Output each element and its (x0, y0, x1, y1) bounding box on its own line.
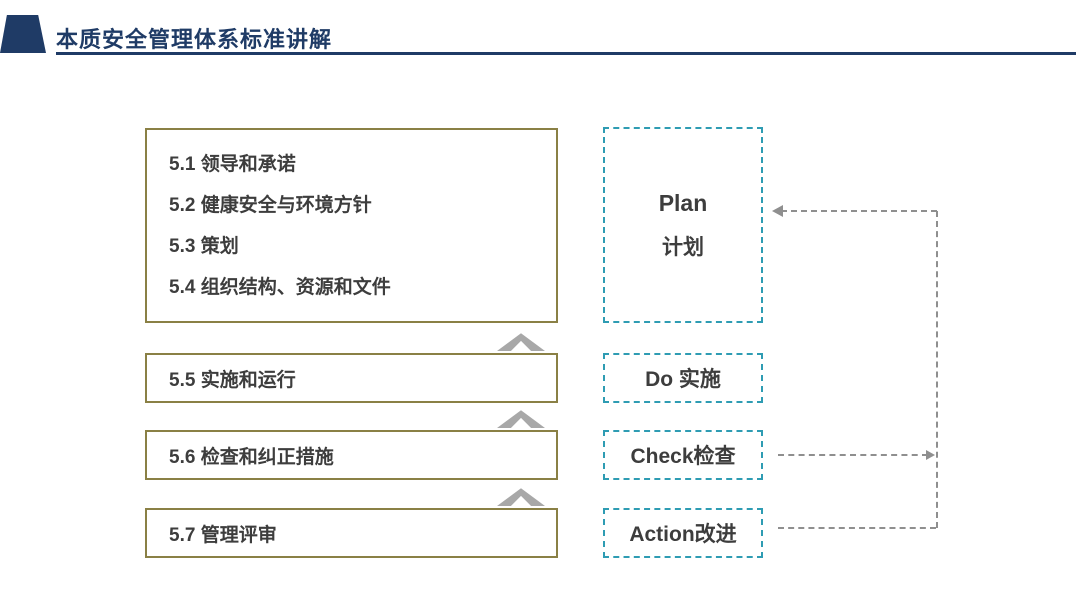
clause-5-1: 5.1 领导和承诺 (169, 153, 296, 175)
clause-5-4: 5.4 组织结构、资源和文件 (169, 276, 391, 298)
pdca-check-box: Check检查 (603, 430, 763, 480)
clause-5-6: 5.6 检查和纠正措施 (169, 446, 334, 468)
arrowhead-right-icon (926, 450, 935, 460)
clause-5-7: 5.7 管理评审 (169, 524, 277, 546)
pdca-check-label: Check检查 (630, 445, 736, 468)
clause-5-5: 5.5 实施和运行 (169, 369, 296, 391)
pdca-do-label: Do 实施 (645, 368, 721, 391)
pdca-action-label: Action改进 (629, 523, 737, 546)
arrowhead-left-icon (772, 205, 783, 217)
pdca-plan-box: Plan 计划 (603, 127, 763, 323)
connector-from-action-line (778, 527, 936, 529)
pdca-plan-en: Plan (658, 189, 708, 216)
clause-box-5-6: 5.6 检查和纠正措施 (145, 430, 558, 480)
up-chevron-icon (497, 488, 545, 506)
header-accent-shape (0, 15, 46, 53)
up-chevron-icon (497, 333, 545, 351)
clause-5-3: 5.3 策划 (169, 235, 239, 257)
header-divider (56, 52, 1076, 55)
connector-from-check-line (778, 454, 928, 456)
page-title: 本质安全管理体系标准讲解 (56, 27, 333, 52)
up-chevron-icon (497, 410, 545, 428)
connector-to-plan-line (781, 210, 937, 212)
clause-box-5-5: 5.5 实施和运行 (145, 353, 558, 403)
pdca-do-box: Do 实施 (603, 353, 763, 403)
pdca-action-box: Action改进 (603, 508, 763, 558)
clause-box-5-7: 5.7 管理评审 (145, 508, 558, 558)
connector-vertical-line (936, 211, 938, 528)
clause-box-5-1-to-5-4: 5.1 领导和承诺 5.2 健康安全与环境方针 5.3 策划 5.4 组织结构、… (145, 128, 558, 323)
clause-5-2: 5.2 健康安全与环境方针 (169, 194, 372, 216)
pdca-plan-zh: 计划 (662, 235, 704, 259)
